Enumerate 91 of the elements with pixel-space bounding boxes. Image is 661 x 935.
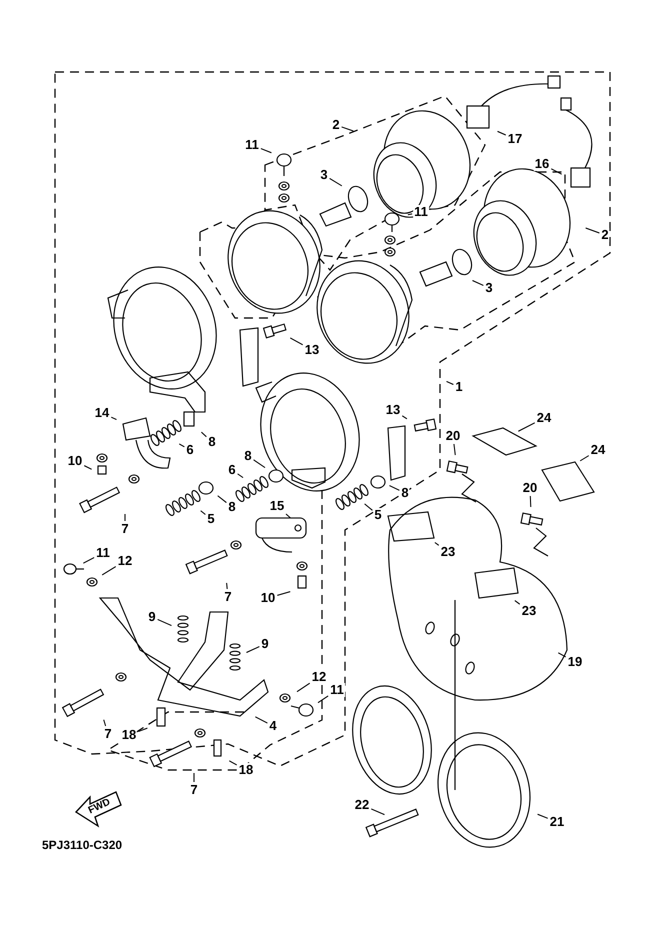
callout-number: 8: [400, 486, 410, 500]
leader-line: [434, 542, 440, 546]
callout-number: 17: [506, 132, 524, 146]
leader-line: [254, 716, 268, 724]
leader-line: [103, 719, 106, 726]
callout-number: 6: [227, 463, 237, 477]
callout-number: 7: [120, 522, 130, 536]
leader-line: [178, 443, 185, 448]
leader-line: [530, 496, 532, 508]
leader-line: [110, 416, 118, 420]
leader-line: [329, 178, 342, 186]
leader-line: [407, 213, 413, 216]
callout-number: 11: [413, 205, 429, 219]
callout-number: 3: [319, 168, 329, 182]
leader-line: [453, 444, 456, 456]
catalog-code: 5PJ3110-C320: [42, 838, 122, 852]
leader-line: [82, 557, 95, 564]
leader-line: [514, 600, 520, 605]
leader-line: [286, 514, 292, 519]
leader-line: [585, 228, 600, 234]
callout-number: 3: [484, 281, 494, 295]
leader-line: [296, 682, 310, 692]
callout-number: 11: [329, 683, 345, 697]
callout-number: 2: [600, 228, 610, 242]
callout-number: 5: [206, 512, 216, 526]
callout-number: 23: [520, 604, 538, 618]
leader-line: [102, 566, 116, 576]
leader-line: [370, 808, 385, 816]
callout-number: 15: [268, 499, 286, 513]
leader-line: [580, 455, 590, 462]
leader-line: [318, 695, 329, 704]
callout-number: 11: [244, 138, 260, 152]
callout-number: 8: [207, 435, 217, 449]
callout-number: 24: [590, 443, 606, 457]
callout-number: 7: [103, 727, 113, 741]
callout-number: 13: [304, 343, 320, 357]
leader-line: [388, 485, 400, 491]
leader-line: [276, 591, 291, 596]
callout-number: 2: [331, 118, 341, 132]
leader-line: [228, 760, 238, 766]
callout-number: 8: [243, 449, 253, 463]
leader-line: [497, 130, 506, 136]
callout-number: 9: [260, 637, 270, 651]
leader-line: [246, 646, 260, 653]
callout-number: 1: [454, 380, 464, 394]
callout-number: 19: [566, 655, 584, 669]
leader-line: [226, 582, 228, 590]
callout-number: 22: [354, 798, 370, 812]
callout-number: 23: [440, 545, 456, 559]
callout-number: 14: [94, 406, 110, 420]
leader-line: [402, 415, 408, 420]
callout-number: 18: [120, 728, 138, 742]
callout-number: 24: [536, 411, 552, 425]
callout-number: 20: [444, 429, 462, 443]
callout-number: 7: [223, 590, 233, 604]
leader-line: [537, 814, 548, 819]
leader-line: [341, 126, 354, 132]
leader-line: [253, 459, 266, 468]
leader-line: [550, 168, 562, 175]
leader-line: [237, 473, 244, 478]
callout-number: 13: [384, 403, 402, 417]
callout-number: 18: [238, 763, 254, 777]
callout-number: 20: [522, 481, 538, 495]
leader-line: [446, 380, 454, 385]
callout-number: 12: [310, 670, 328, 684]
leader-line: [84, 465, 92, 470]
callout-number: 10: [260, 591, 276, 605]
leader-line: [200, 510, 206, 515]
callout-number: 12: [116, 554, 134, 568]
leader-line: [200, 432, 207, 438]
leader-line: [472, 280, 484, 286]
leader-line: [364, 503, 373, 511]
callout-number: 11: [95, 546, 111, 560]
callout-number: 6: [185, 443, 195, 457]
leader-line: [138, 728, 148, 732]
callout-number: 10: [66, 454, 84, 468]
direction-label: FWD: [86, 796, 112, 816]
callout-number: 16: [534, 157, 550, 171]
callout-number: 8: [227, 500, 237, 514]
leader-line: [124, 514, 126, 522]
leader-line: [558, 652, 566, 658]
callout-number: 9: [147, 610, 157, 624]
callout-number: 4: [268, 719, 278, 733]
leader-line: [217, 495, 227, 504]
leader-line: [260, 148, 272, 154]
leader-line: [518, 422, 536, 432]
leader-line: [157, 618, 172, 626]
callout-number: 7: [189, 783, 199, 797]
callout-number: 5: [373, 508, 383, 522]
leader-line: [290, 337, 304, 346]
callout-number: 21: [548, 815, 566, 829]
